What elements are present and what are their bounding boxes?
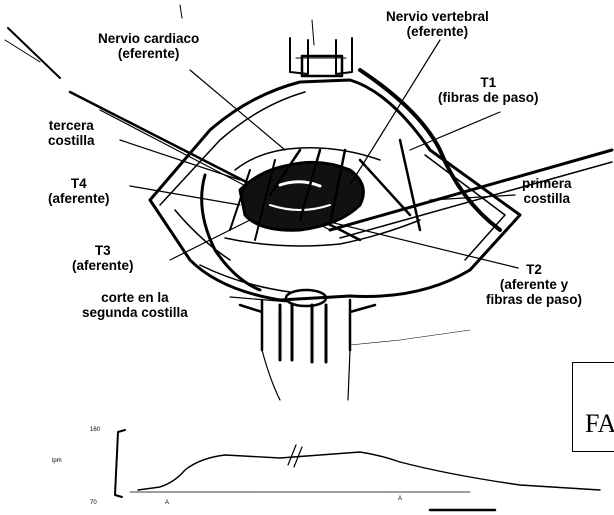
trace-y-bottom: 70: [90, 500, 97, 506]
label-line: T4: [48, 176, 110, 191]
label-line: (aferente): [48, 191, 110, 206]
label-line: (fibras de paso): [438, 90, 539, 105]
label-nervio-vertebral: Nervio vertebral (eferente): [386, 9, 489, 39]
vertebra-bottom: [240, 300, 375, 350]
label-line: segunda costilla: [82, 305, 188, 320]
label-line: tercera: [48, 118, 95, 133]
trace-y-axis-label: lpm: [52, 458, 62, 464]
label-t1: T1 (fibras de paso): [438, 75, 539, 105]
label-line: fibras de paso): [486, 292, 582, 307]
label-t4: T4 (aferente): [48, 176, 110, 206]
label-line: costilla: [48, 133, 95, 148]
label-nervio-cardiaco: Nervio cardiaco (eferente): [98, 31, 199, 61]
trace-marker-b: A: [398, 496, 402, 502]
label-line: T1: [438, 75, 539, 90]
label-line: corte en la: [82, 290, 188, 305]
label-corte-segunda-costilla: corte en la segunda costilla: [82, 290, 188, 320]
trace-marker-a: A: [165, 500, 169, 506]
leader-t4: [130, 186, 240, 205]
trace-y-top: 160: [90, 427, 100, 433]
label-line: (aferente): [72, 258, 134, 273]
leader-nervio-vertebral: [350, 40, 440, 185]
label-line: costilla: [522, 191, 572, 206]
leader-tercera: [120, 140, 240, 180]
ganglion-chain: [240, 162, 363, 230]
label-line: Nervio vertebral: [386, 9, 489, 24]
label-t3: T3 (aferente): [72, 243, 134, 273]
label-line: primera: [522, 176, 572, 191]
label-line: (aferente y: [486, 277, 582, 292]
leader-t1: [410, 112, 500, 150]
label-line: Nervio cardiaco: [98, 31, 199, 46]
corner-box-text: FA: [585, 409, 614, 439]
trace-bracket: [115, 430, 125, 497]
label-line: (eferente): [386, 24, 489, 39]
label-line: T2: [486, 262, 582, 277]
heart-rate-trace: [138, 452, 600, 490]
label-tercera-costilla: tercera costilla: [48, 118, 95, 148]
label-primera-costilla: primera costilla: [522, 176, 572, 206]
edge-scratch: [180, 5, 182, 18]
edge-scratch: [8, 28, 60, 78]
corner-box: FA: [572, 362, 614, 452]
label-line: (eferente): [98, 46, 199, 61]
label-t2: T2 (aferente y fibras de paso): [486, 262, 582, 307]
label-line: T3: [72, 243, 134, 258]
